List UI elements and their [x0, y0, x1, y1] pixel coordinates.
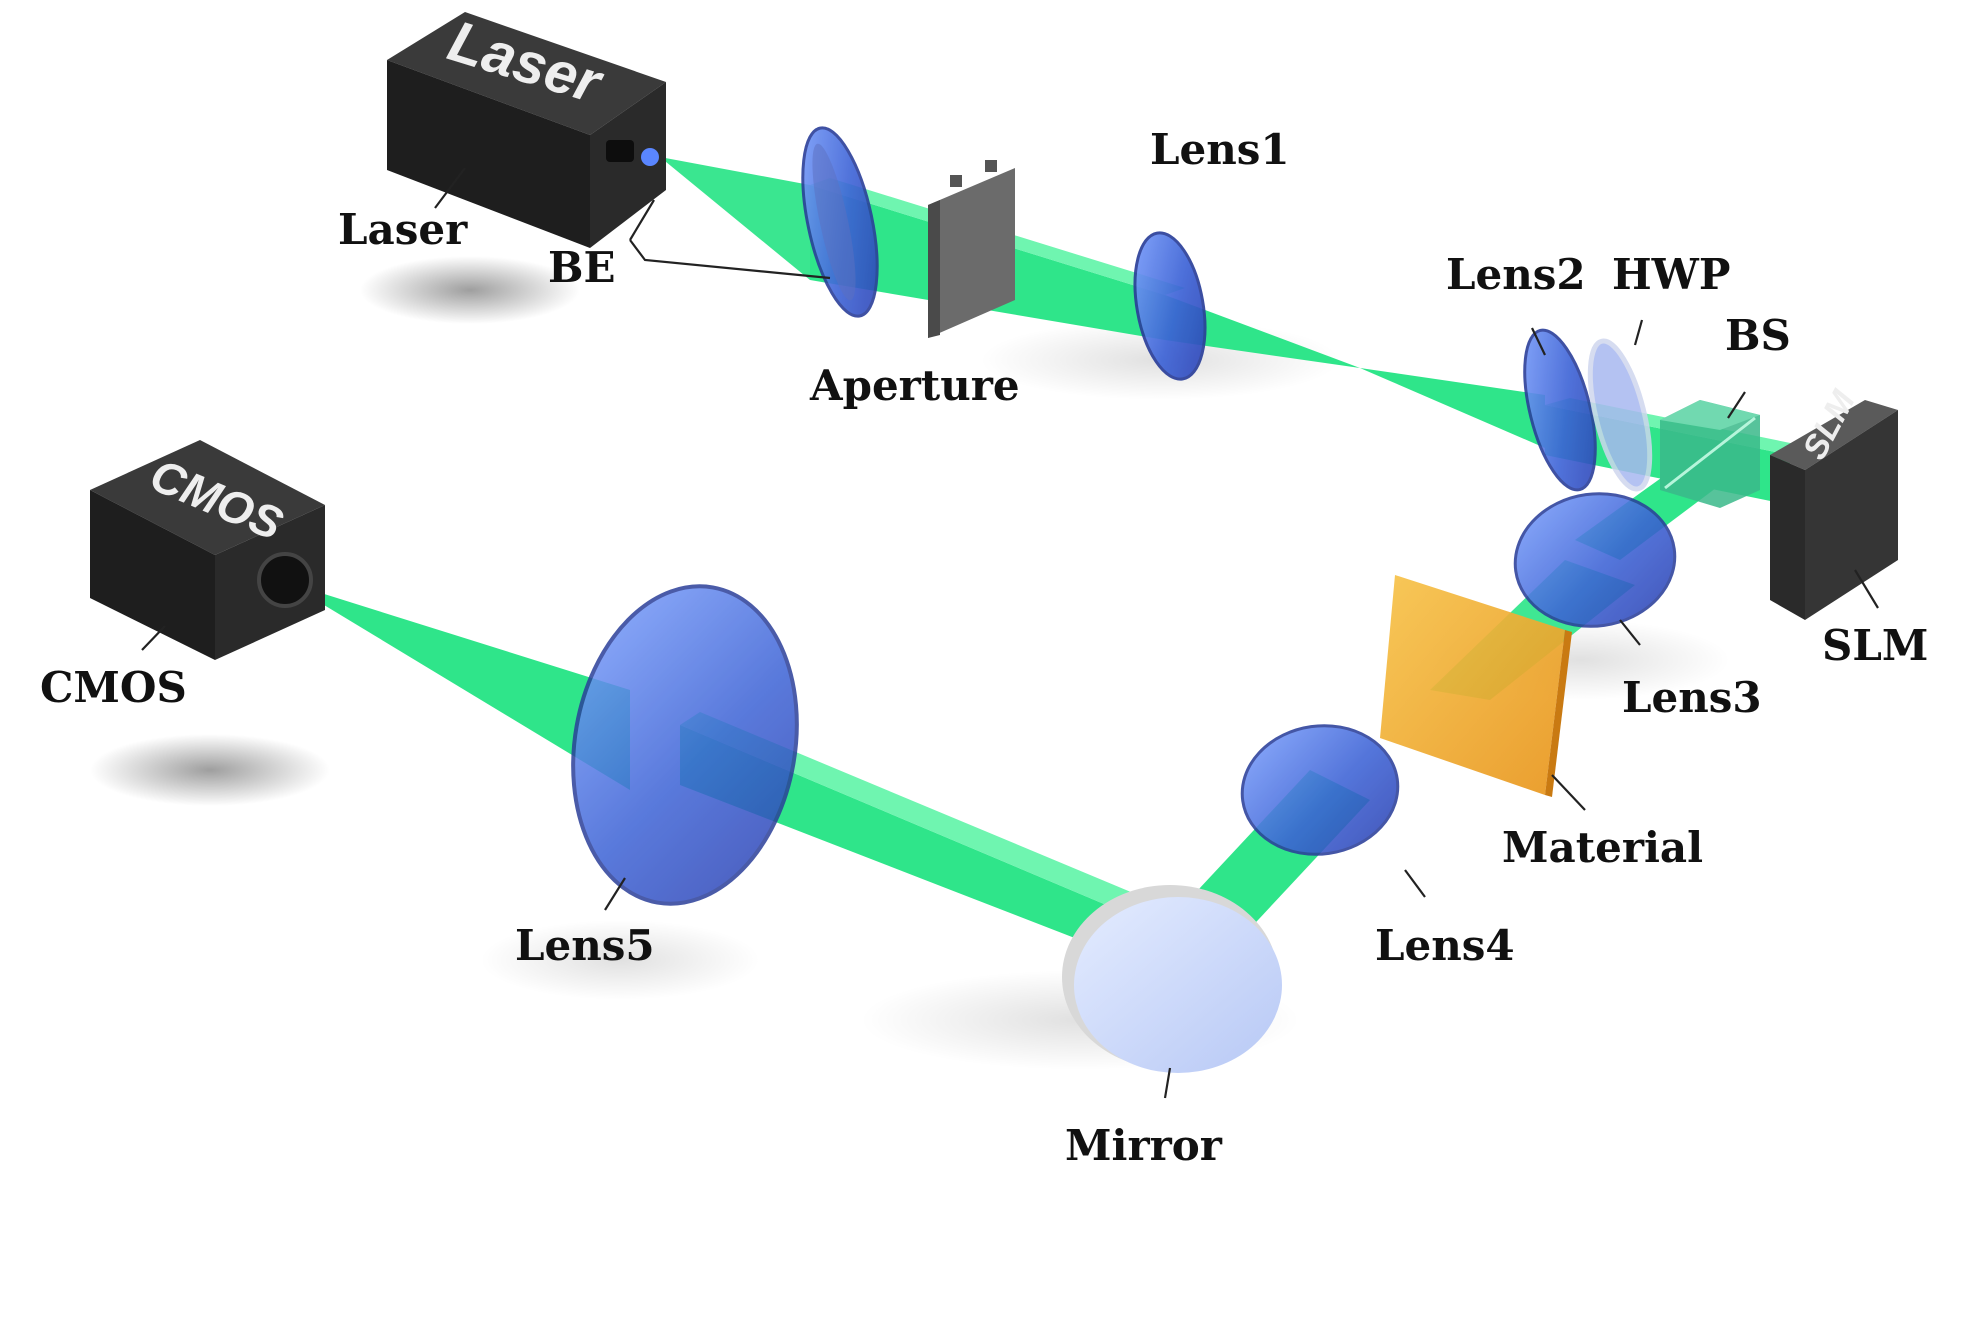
label-material: Material — [1502, 823, 1703, 872]
cmos-camera: CMOS — [90, 440, 325, 660]
beam-segment-long — [680, 725, 1170, 975]
label-mirror: Mirror — [1065, 1121, 1223, 1170]
slm-device: SLM — [1770, 384, 1898, 620]
beam-cmos-cone — [286, 582, 630, 790]
component-labels: Laser BE Aperture Lens1 Lens2 HWP BS SLM… — [40, 125, 1928, 1170]
label-hwp: HWP — [1612, 250, 1730, 299]
laser-device: Laser — [387, 8, 666, 248]
lens-4 — [1240, 724, 1400, 856]
leader-lines — [141, 167, 1879, 1099]
beam-focus-cone — [1165, 295, 1360, 368]
half-wave-plate — [1587, 338, 1653, 492]
lens-5 — [571, 584, 799, 906]
beam-expander-cone — [660, 157, 810, 280]
lens-1 — [1133, 231, 1207, 381]
lens-2 — [1523, 328, 1597, 492]
label-cmos: CMOS — [40, 663, 187, 712]
material-sample — [1380, 575, 1572, 797]
label-bs: BS — [1725, 311, 1791, 360]
lens-3 — [1513, 492, 1677, 628]
label-laser: Laser — [338, 205, 468, 254]
lens-be — [801, 126, 879, 318]
label-lens2: Lens2 — [1446, 250, 1586, 299]
mirror-element — [1062, 885, 1282, 1073]
aperture-plate — [928, 160, 1015, 338]
label-aperture: Aperture — [809, 361, 1020, 410]
label-lens4: Lens4 — [1375, 921, 1515, 970]
label-lens5: Lens5 — [515, 921, 655, 970]
label-be: BE — [548, 243, 616, 292]
beam-splitter — [1660, 400, 1760, 508]
label-slm: SLM — [1822, 621, 1928, 670]
label-lens3: Lens3 — [1622, 673, 1762, 722]
label-lens1: Lens1 — [1150, 125, 1290, 174]
